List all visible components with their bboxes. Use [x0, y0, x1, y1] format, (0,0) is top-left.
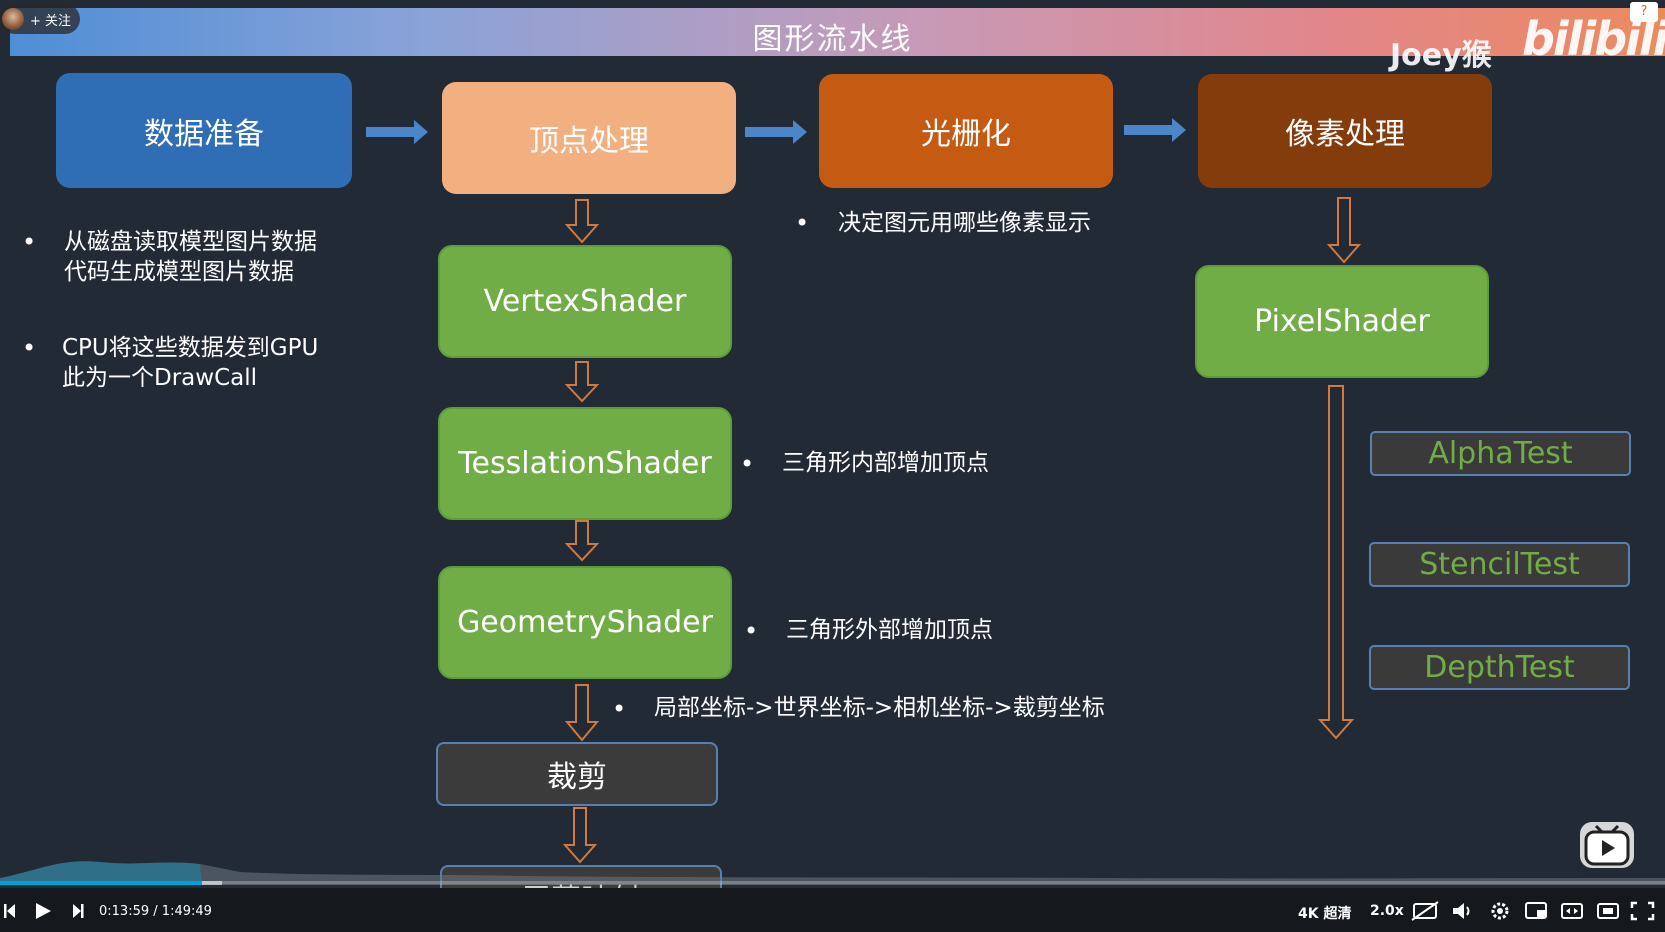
speed-selector[interactable]: 2.0x	[1370, 903, 1404, 919]
author-watermark: Joey猴	[1390, 38, 1492, 73]
bullet-coords: •	[612, 695, 627, 723]
play-icon	[1584, 824, 1630, 866]
arrow-down-5	[562, 807, 598, 864]
bullet-tesslation: •	[740, 450, 755, 478]
stage-rasterization: 光栅化	[819, 74, 1113, 188]
note-coords: 局部坐标->世界坐标->相机坐标->裁剪坐标	[654, 695, 1105, 721]
progress-track[interactable]	[0, 881, 1665, 885]
arrow-down-1	[564, 199, 600, 244]
note-cpu-line1: CPU将这些数据发到GPU	[62, 335, 319, 361]
volume-icon[interactable]	[1453, 903, 1470, 919]
arrow-right-3	[1124, 118, 1186, 142]
arrow-down-6	[1326, 197, 1362, 264]
bullet-disk: •	[22, 228, 37, 256]
note-disk-line2: 代码生成模型图片数据	[64, 259, 294, 285]
progress-heatmap	[0, 861, 1665, 884]
bullet-geometry: •	[744, 617, 759, 645]
feedback-badge[interactable]: ?	[1630, 2, 1658, 22]
arrow-down-3	[564, 520, 600, 562]
player-right-icons	[1411, 901, 1655, 921]
current-time: 0:13:59	[99, 904, 150, 919]
progress-buffer	[202, 881, 222, 885]
skip-back-icon[interactable]	[4, 904, 15, 918]
gear-icon[interactable]	[1491, 902, 1509, 920]
picture-in-picture-icon[interactable]	[1525, 902, 1547, 919]
note-tesslation: 三角形内部增加顶点	[782, 450, 989, 476]
time-display: 0:13:59 / 1:49:49	[99, 904, 212, 919]
note-geometry: 三角形外部增加顶点	[786, 617, 993, 643]
progress-fill	[0, 881, 202, 885]
widescreen-icon[interactable]	[1561, 903, 1583, 919]
fullscreen-icon[interactable]	[1630, 901, 1655, 921]
stencil-test-box: StencilTest	[1369, 542, 1630, 587]
floating-play-button[interactable]	[1580, 822, 1634, 868]
play-icon[interactable]	[36, 903, 51, 919]
note-disk-line1: 从磁盘读取模型图片数据	[64, 229, 317, 255]
stage-vertex-processing: 顶点处理	[442, 82, 736, 194]
note-raster: 决定图元用哪些像素显示	[838, 210, 1091, 236]
time-separator: /	[153, 904, 158, 919]
horizontal-arrows	[366, 118, 1186, 144]
depth-test-box: DepthTest	[1369, 645, 1630, 690]
bullet-raster: •	[795, 209, 810, 237]
follow-label: + 关注	[30, 13, 72, 29]
avatar	[2, 8, 24, 30]
arrow-down-4	[564, 684, 600, 742]
stage-pixel-processing: 像素处理	[1198, 74, 1492, 188]
note-cpu-line2: 此为一个DrawCall	[62, 365, 258, 391]
quality-selector[interactable]: 4K 超清	[1298, 906, 1352, 922]
danmaku-off-icon[interactable]	[1411, 901, 1439, 921]
stage-data-prep: 数据准备	[56, 73, 352, 188]
tesslation-shader-box: TesslationShader	[438, 407, 732, 520]
title-banner	[10, 8, 1665, 56]
arrow-right-2	[745, 120, 807, 144]
arrow-down-2	[564, 361, 600, 403]
alpha-test-box: AlphaTest	[1370, 431, 1631, 476]
pixel-shader-box: PixelShader	[1195, 265, 1489, 378]
total-time: 1:49:49	[161, 904, 212, 919]
skip-forward-icon[interactable]	[73, 904, 84, 918]
geometry-shader-box: GeometryShader	[438, 566, 732, 679]
arrow-down-long	[1317, 385, 1355, 740]
player-controls	[0, 888, 1665, 932]
clip-box: 裁剪	[436, 742, 718, 806]
follow-button[interactable]: + 关注	[0, 4, 80, 34]
vertex-shader-box: VertexShader	[438, 245, 732, 358]
bullet-cpu: •	[22, 334, 37, 362]
web-fullscreen-icon[interactable]	[1597, 903, 1619, 919]
arrow-right-1	[366, 120, 428, 144]
playback-buttons	[4, 903, 84, 919]
slide-title: 图形流水线	[752, 22, 913, 57]
